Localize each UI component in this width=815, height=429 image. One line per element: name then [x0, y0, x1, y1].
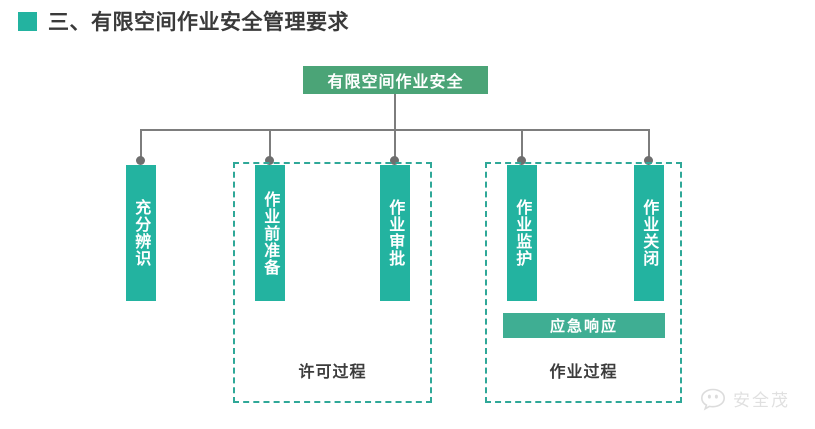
node-work-supervision[interactable]: 作业监护: [507, 165, 537, 301]
node-emergency-response[interactable]: 应急响应: [503, 313, 665, 338]
teal-square-bullet-icon: [18, 11, 37, 31]
node-sufficient-identification[interactable]: 充分辨识: [126, 165, 156, 301]
watermark-text: 安全茂: [733, 391, 790, 411]
node-root[interactable]: 有限空间作业安全: [303, 66, 488, 94]
node-label: 作业关闭: [640, 199, 660, 267]
node-label: 作业监护: [513, 199, 533, 267]
connector-dot-5: [644, 156, 653, 165]
connector-dot-3: [390, 156, 399, 165]
node-work-approval[interactable]: 作业审批: [380, 165, 410, 301]
node-work-closure[interactable]: 作业关闭: [634, 165, 664, 301]
node-label: 作业审批: [386, 199, 406, 267]
connector-drop-4: [521, 129, 523, 160]
connector-dot-4: [517, 156, 526, 165]
group-frame-operation: [485, 162, 682, 403]
group-caption-permit: 许可过程: [298, 362, 367, 381]
page-title-text: 三、有限空间作业安全管理要求: [48, 10, 349, 34]
connector-dot-2: [265, 156, 274, 165]
node-root-label: 有限空间作业安全: [327, 72, 464, 91]
connector-dot-1: [136, 156, 145, 165]
connector-drop-1: [140, 129, 142, 160]
node-emergency-response-label: 应急响应: [549, 317, 618, 335]
node-pre-work-preparation[interactable]: 作业前准备: [255, 165, 285, 301]
connector-drop-3: [394, 129, 396, 160]
node-label: 充分辨识: [132, 199, 152, 267]
node-label: 作业前准备: [261, 190, 281, 276]
group-caption-operation: 作业过程: [549, 362, 618, 381]
connector-drop-5: [648, 129, 650, 160]
group-frame-permit: [233, 162, 432, 403]
watermark: 安全茂: [700, 386, 790, 411]
page-title: 三、有限空间作业安全管理要求: [18, 6, 349, 36]
connector-drop-2: [269, 129, 271, 160]
connector-root-stem: [394, 94, 396, 130]
chat-bubble-face-icon: [700, 388, 726, 411]
